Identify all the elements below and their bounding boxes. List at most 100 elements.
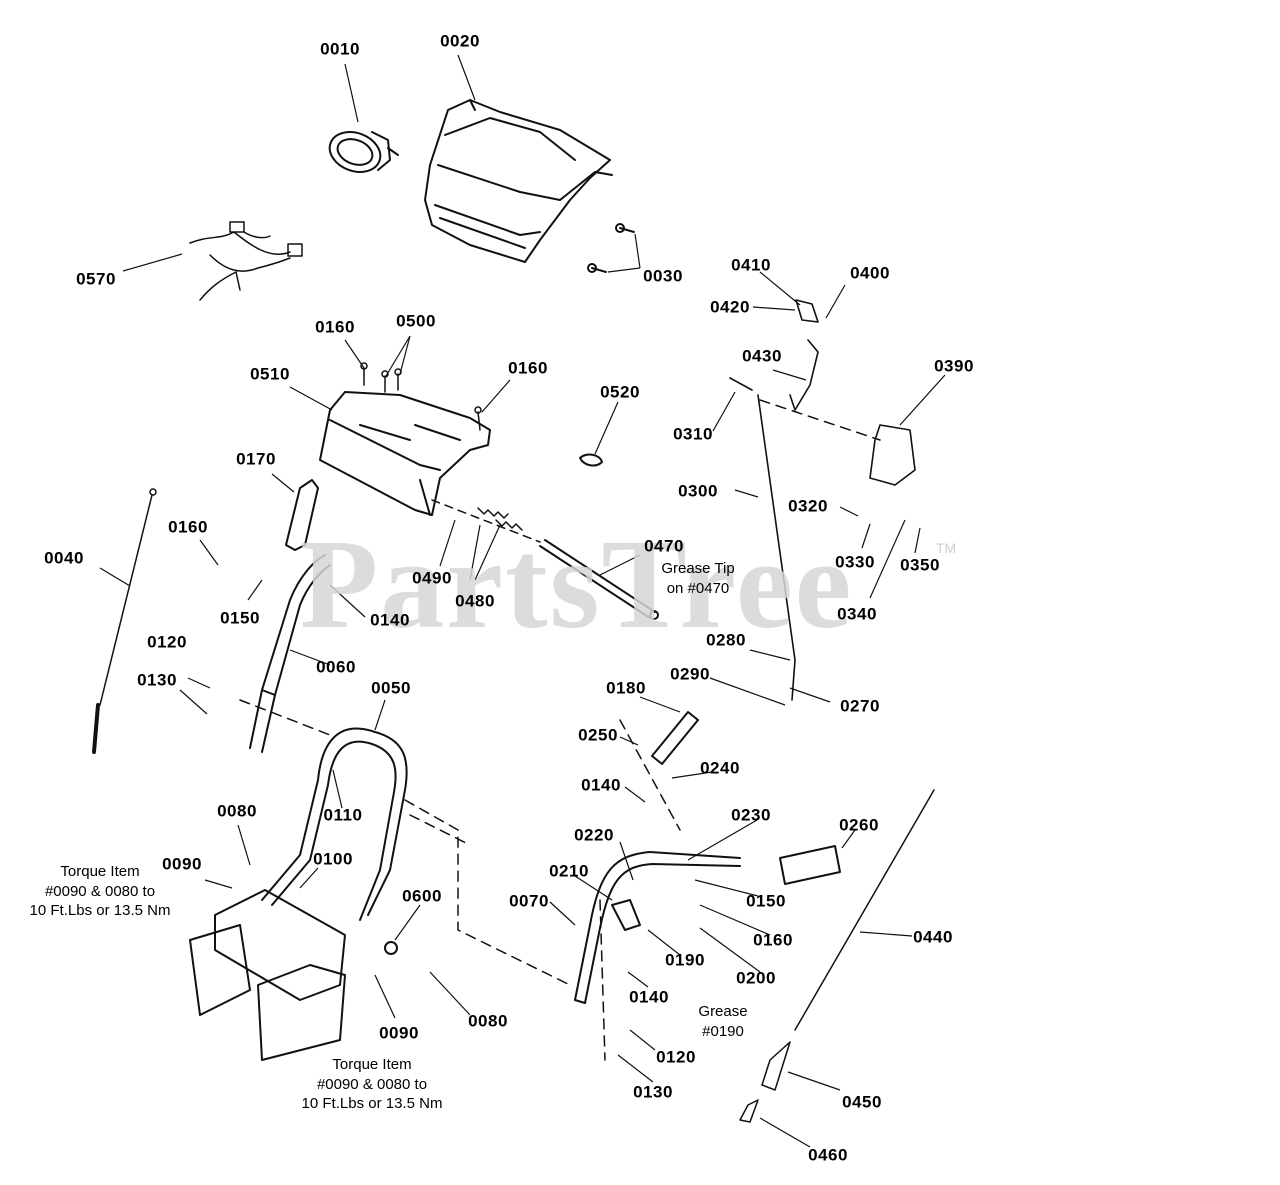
watermark-trademark: TM bbox=[936, 540, 957, 556]
frame-plate-part bbox=[189, 889, 346, 1061]
note-line: Torque Item bbox=[332, 1056, 412, 1073]
callout-0080: 0080 bbox=[217, 801, 257, 821]
callout-0140: 0140 bbox=[629, 987, 669, 1007]
callout-0160: 0160 bbox=[168, 517, 208, 537]
callout-0130: 0130 bbox=[137, 670, 177, 690]
callout-0210: 0210 bbox=[549, 861, 589, 881]
callout-0140: 0140 bbox=[370, 610, 410, 630]
washer-part bbox=[384, 941, 398, 955]
callout-0050: 0050 bbox=[371, 678, 411, 698]
lower-handle-part bbox=[261, 727, 408, 921]
callout-0460: 0460 bbox=[808, 1145, 848, 1165]
bracket-part bbox=[285, 479, 319, 551]
shaft-part bbox=[539, 539, 659, 620]
callout-0500: 0500 bbox=[396, 311, 436, 331]
headlight-part bbox=[328, 131, 399, 173]
callout-0480: 0480 bbox=[455, 591, 495, 611]
callout-0250: 0250 bbox=[578, 725, 618, 745]
clip-part bbox=[579, 453, 603, 467]
note-line: Grease Tip bbox=[661, 560, 735, 577]
note-torque-bottom: Torque Item #0090 & 0080 to 10 Ft.Lbs or… bbox=[302, 1055, 443, 1114]
callout-0180: 0180 bbox=[606, 678, 646, 698]
callout-0160: 0160 bbox=[508, 358, 548, 378]
callout-0110: 0110 bbox=[323, 805, 363, 825]
callout-0290: 0290 bbox=[670, 664, 710, 684]
callout-0400: 0400 bbox=[850, 263, 890, 283]
watermark: PartsTree bbox=[300, 513, 854, 655]
callout-0080: 0080 bbox=[468, 1011, 508, 1031]
callout-0450: 0450 bbox=[842, 1092, 882, 1112]
callout-0150: 0150 bbox=[746, 891, 786, 911]
housing-part bbox=[424, 99, 613, 263]
note-line: #0190 bbox=[702, 1022, 744, 1040]
callout-0320: 0320 bbox=[788, 496, 828, 516]
note-torque-left: Torque Item #0090 & 0080 to 10 Ft.Lbs or… bbox=[30, 862, 171, 921]
grip-part bbox=[651, 711, 699, 765]
callout-0060: 0060 bbox=[316, 657, 356, 677]
callout-0070: 0070 bbox=[509, 891, 549, 911]
callout-0520: 0520 bbox=[600, 382, 640, 402]
callout-0300: 0300 bbox=[678, 481, 718, 501]
upper-handle-left-part bbox=[249, 554, 331, 753]
cable-part bbox=[739, 789, 935, 1123]
callout-0240: 0240 bbox=[700, 758, 740, 778]
callout-0120: 0120 bbox=[147, 632, 187, 652]
callout-0090: 0090 bbox=[379, 1023, 419, 1043]
note-line: Torque Item bbox=[60, 863, 140, 880]
callout-0170: 0170 bbox=[236, 449, 276, 469]
callout-0350: 0350 bbox=[900, 555, 940, 575]
callout-0190: 0190 bbox=[665, 950, 705, 970]
upper-handle-right-part bbox=[574, 851, 741, 1004]
callout-0230: 0230 bbox=[731, 805, 771, 825]
callout-0440: 0440 bbox=[913, 927, 953, 947]
callout-0410: 0410 bbox=[731, 255, 771, 275]
callout-0160: 0160 bbox=[753, 930, 793, 950]
callout-0220: 0220 bbox=[574, 825, 614, 845]
note-line: #0090 & 0080 to bbox=[44, 882, 156, 900]
callout-0470: 0470 bbox=[644, 536, 684, 556]
cable-part bbox=[92, 488, 157, 754]
callout-0270: 0270 bbox=[840, 696, 880, 716]
callout-0090: 0090 bbox=[162, 854, 202, 874]
callout-0260: 0260 bbox=[839, 815, 879, 835]
callout-0310: 0310 bbox=[673, 424, 713, 444]
callout-0420: 0420 bbox=[710, 297, 750, 317]
callout-0100: 0100 bbox=[313, 849, 353, 869]
spring-part bbox=[477, 507, 523, 531]
callout-0510: 0510 bbox=[250, 364, 290, 384]
callout-0160: 0160 bbox=[315, 317, 355, 337]
callout-0130: 0130 bbox=[633, 1082, 673, 1102]
callout-0020: 0020 bbox=[440, 31, 480, 51]
callout-0140: 0140 bbox=[581, 775, 621, 795]
fastener-part bbox=[360, 362, 482, 431]
callout-0150: 0150 bbox=[220, 608, 260, 628]
callout-0600: 0600 bbox=[402, 886, 442, 906]
note-line: #0090 & 0080 to bbox=[316, 1075, 428, 1093]
bracket-part bbox=[611, 899, 641, 931]
callout-0030: 0030 bbox=[643, 266, 683, 286]
note-line: 10 Ft.Lbs or 13.5 Nm bbox=[29, 902, 171, 919]
note-line: 10 Ft.Lbs or 13.5 Nm bbox=[301, 1095, 443, 1112]
callout-0570: 0570 bbox=[76, 269, 116, 289]
callout-0040: 0040 bbox=[44, 548, 84, 568]
note-grease-0190: Grease #0190 bbox=[698, 1002, 747, 1041]
callout-0390: 0390 bbox=[934, 356, 974, 376]
callout-0330: 0330 bbox=[835, 552, 875, 572]
note-line: Grease bbox=[698, 1003, 748, 1020]
callout-0010: 0010 bbox=[320, 39, 360, 59]
note-line: on #0470 bbox=[666, 579, 730, 597]
dash-panel-part bbox=[319, 391, 491, 516]
note-grease-tip: Grease Tip on #0470 bbox=[661, 559, 734, 598]
callout-0430: 0430 bbox=[742, 346, 782, 366]
callout-0200: 0200 bbox=[736, 968, 776, 988]
callout-0280: 0280 bbox=[706, 630, 746, 650]
callout-0120: 0120 bbox=[656, 1047, 696, 1067]
screw-part bbox=[587, 223, 635, 273]
callout-0490: 0490 bbox=[412, 568, 452, 588]
grip-part bbox=[779, 845, 841, 885]
callout-0340: 0340 bbox=[837, 604, 877, 624]
control-rod-part bbox=[729, 299, 916, 701]
wire-harness-part bbox=[189, 221, 303, 301]
